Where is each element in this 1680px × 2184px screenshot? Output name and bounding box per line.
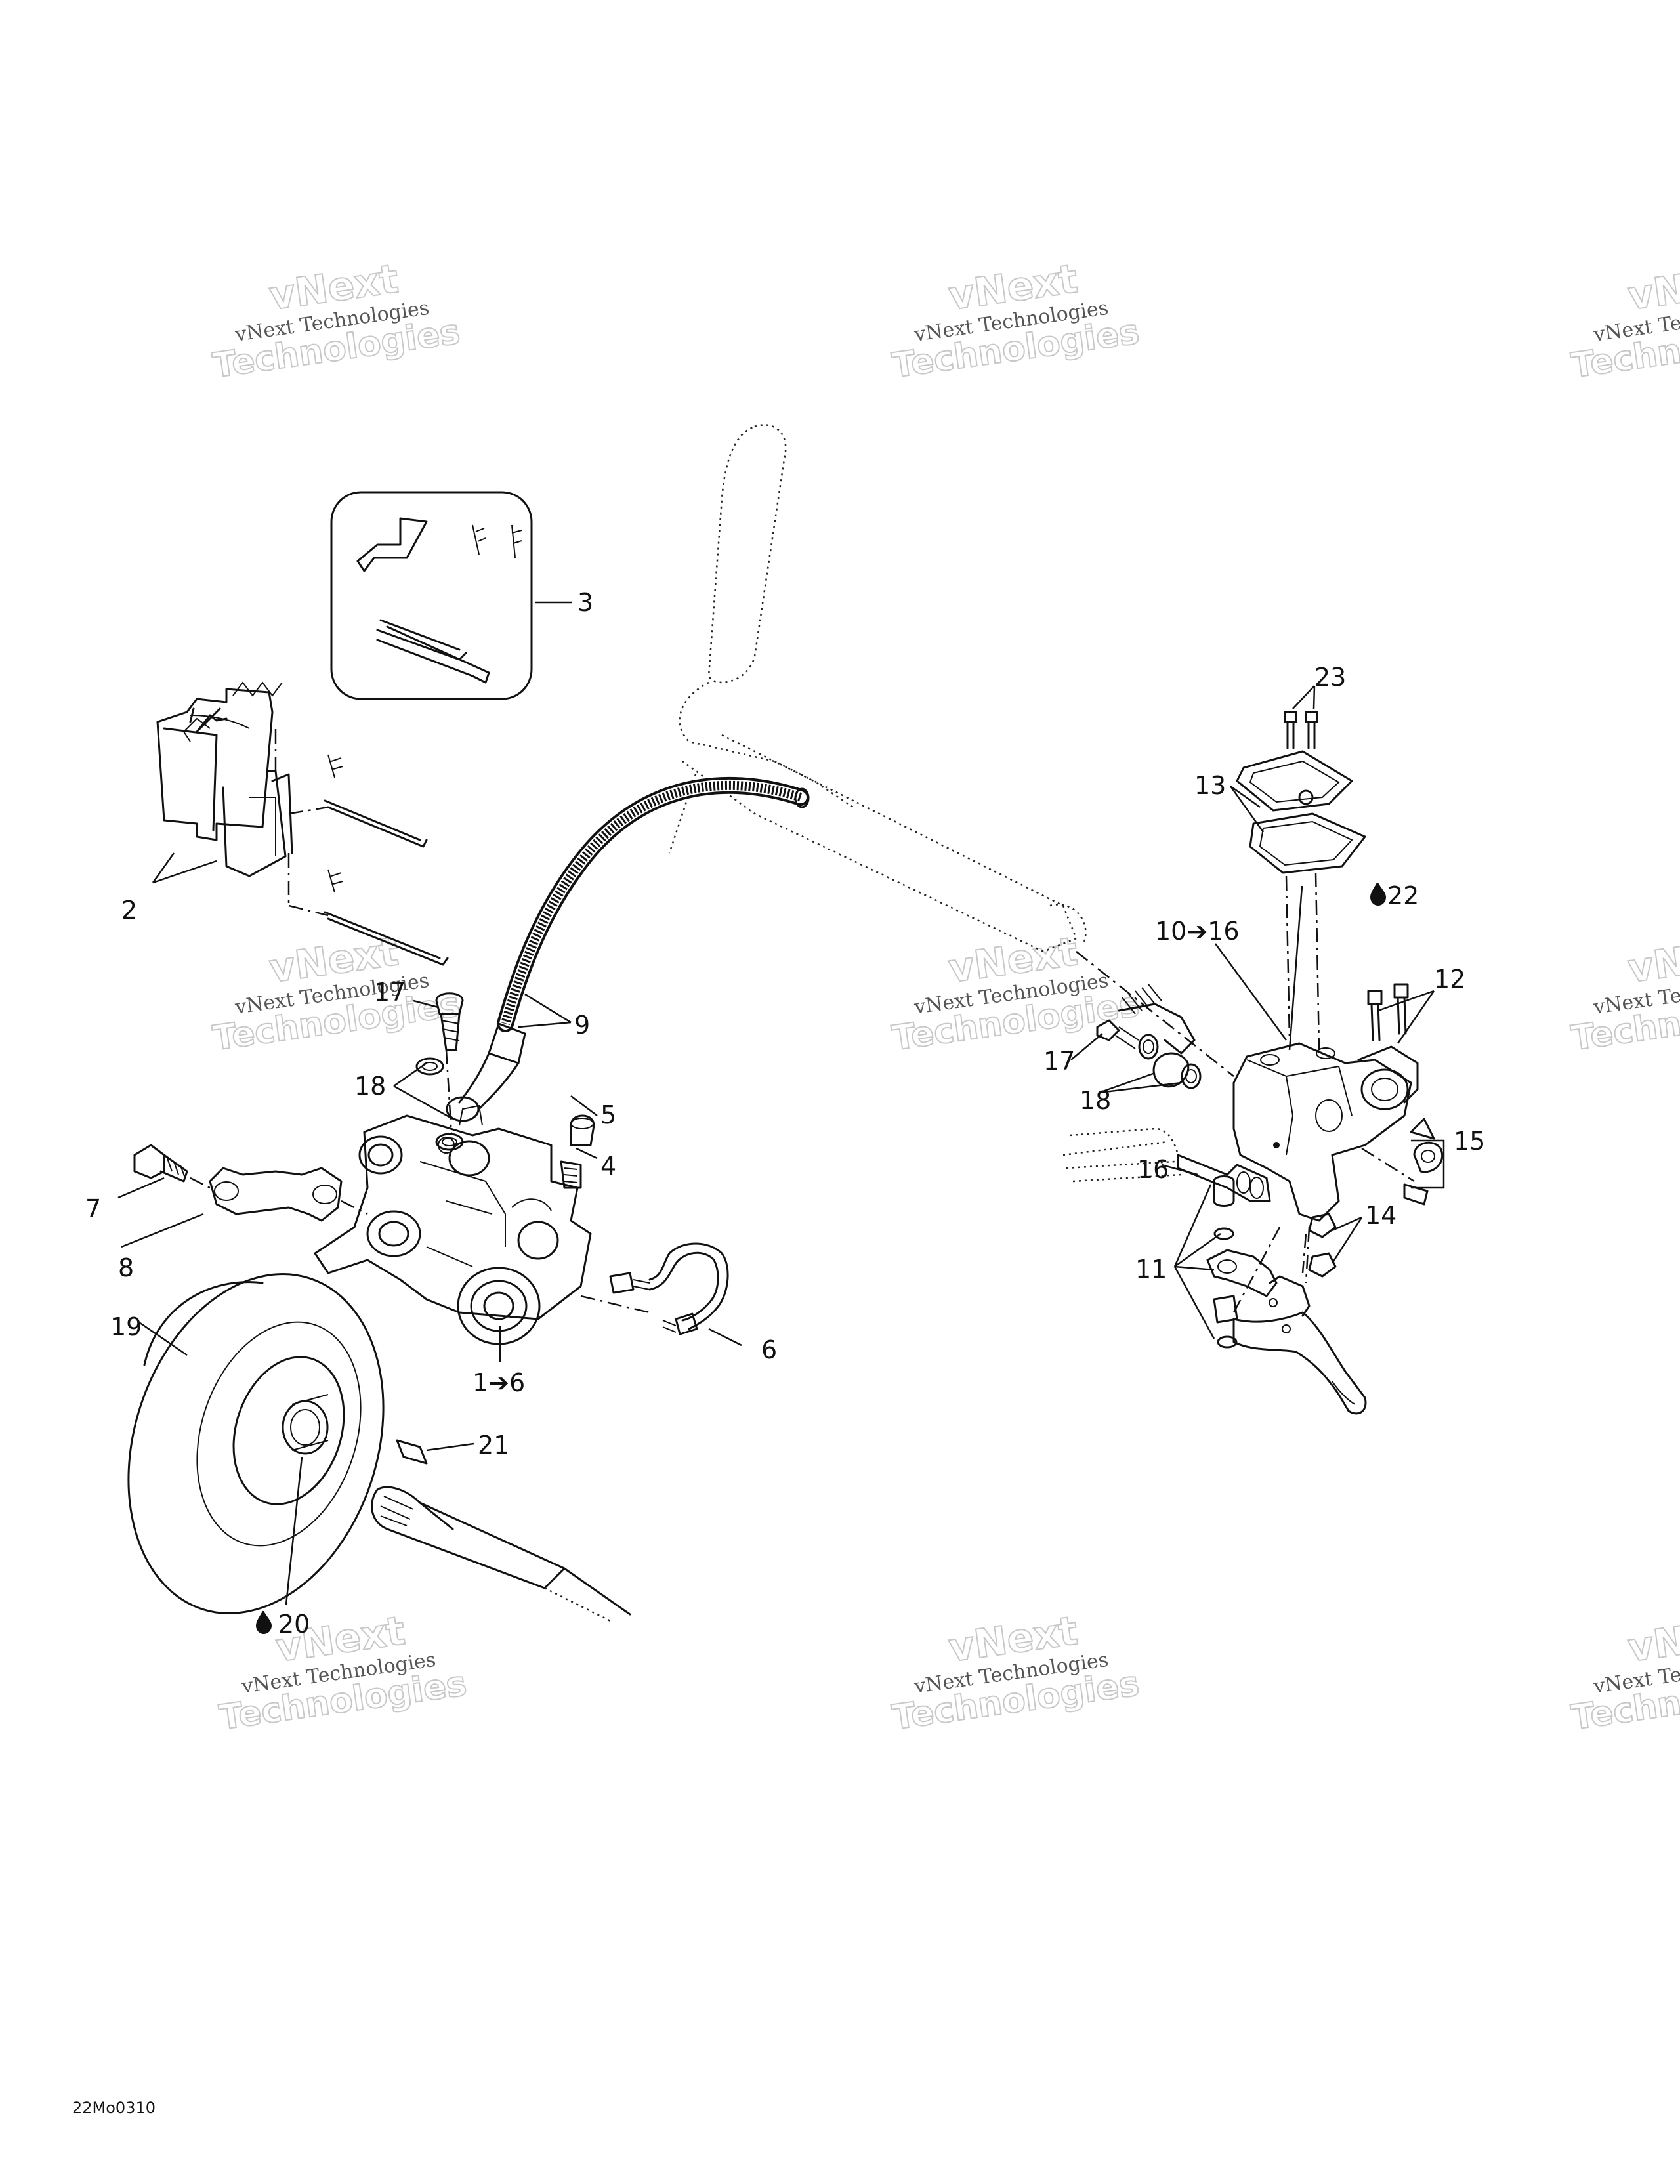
watermark-top-left: vNext vNext Technologies Technologies [210,255,463,387]
caliper-bolt-and-bracket [133,1144,368,1222]
watermark-mid-right: vNext vNext Technologies Technologies [1568,928,1680,1059]
callout-12: 12 [1434,965,1465,994]
bleeder-screw-and-cap [560,1114,595,1189]
brake-line [580,1242,729,1335]
callout-3: 3 [578,588,593,617]
callout-16: 16 [1137,1155,1169,1184]
svg-text:vNext: vNext [1625,256,1680,320]
callout-18-right: 18 [1080,1086,1111,1115]
watermark-top-right: vNext vNext Technologies Technologies [1568,255,1680,387]
callout-21: 21 [478,1431,509,1460]
callout-22: 22 [1387,881,1419,910]
banjo-bolt-and-washers-right [1096,1019,1202,1089]
callout-5: 5 [600,1101,616,1129]
callout-19: 19 [110,1312,142,1341]
callout-7: 7 [85,1194,101,1223]
diagram-code: 22Mo0310 [72,2099,156,2117]
svg-text:vNext: vNext [1625,929,1680,992]
callout-17-right: 17 [1043,1047,1075,1076]
brake-hose [446,776,810,1122]
caliper-assembly [314,1104,592,1345]
callout-15: 15 [1454,1127,1485,1156]
callout-14: 14 [1365,1201,1396,1230]
brake-disc [127,1273,385,1614]
key-and-shaft [371,1439,631,1622]
callout-8: 8 [118,1253,134,1282]
hardware-kit-box [330,491,533,700]
svg-text:vNext: vNext [1625,1608,1680,1671]
watermark-mid-left: vNext vNext Technologies Technologies [210,928,463,1059]
watermark-top-center: vNext vNext Technologies Technologies [889,255,1143,387]
piston-kit [1062,1127,1271,1202]
oil-drop-icon [1370,883,1386,906]
callout-1-to-6: 1➔6 [472,1368,525,1397]
oil-drop-icon [256,1611,272,1634]
callout-10-to-16: 10➔16 [1155,917,1240,946]
callout-11: 11 [1135,1255,1167,1284]
callout-18-left: 18 [354,1072,386,1101]
callout-17-left: 17 [374,978,406,1007]
watermark-bottom-left: vNext vNext Technologies Technologies [217,1607,470,1738]
watermark-bottom-center: vNext vNext Technologies Technologies [889,1607,1143,1738]
brake-pads [156,681,449,966]
callout-23: 23 [1314,663,1346,692]
callout-6: 6 [761,1335,777,1364]
handlebar-outline [668,424,1087,953]
callout-20: 20 [278,1610,310,1639]
callout-13: 13 [1194,771,1226,800]
callout-4: 4 [600,1152,616,1181]
callout-22-with-oil: 22 [1370,881,1419,910]
brake-lever [1206,1175,1367,1415]
callout-2: 2 [121,896,137,925]
master-cylinder-assembly [1076,711,1444,1278]
leader-lines [117,601,1445,1605]
callout-9: 9 [574,1011,590,1040]
watermark-bottom-right: vNext vNext Technologies Technologies [1568,1607,1680,1738]
callout-20-with-oil: 20 [256,1610,310,1639]
callout-labels: 3 2 9 17 18 5 4 7 8 19 6 1➔6 21 20 23 13… [85,588,1485,1639]
